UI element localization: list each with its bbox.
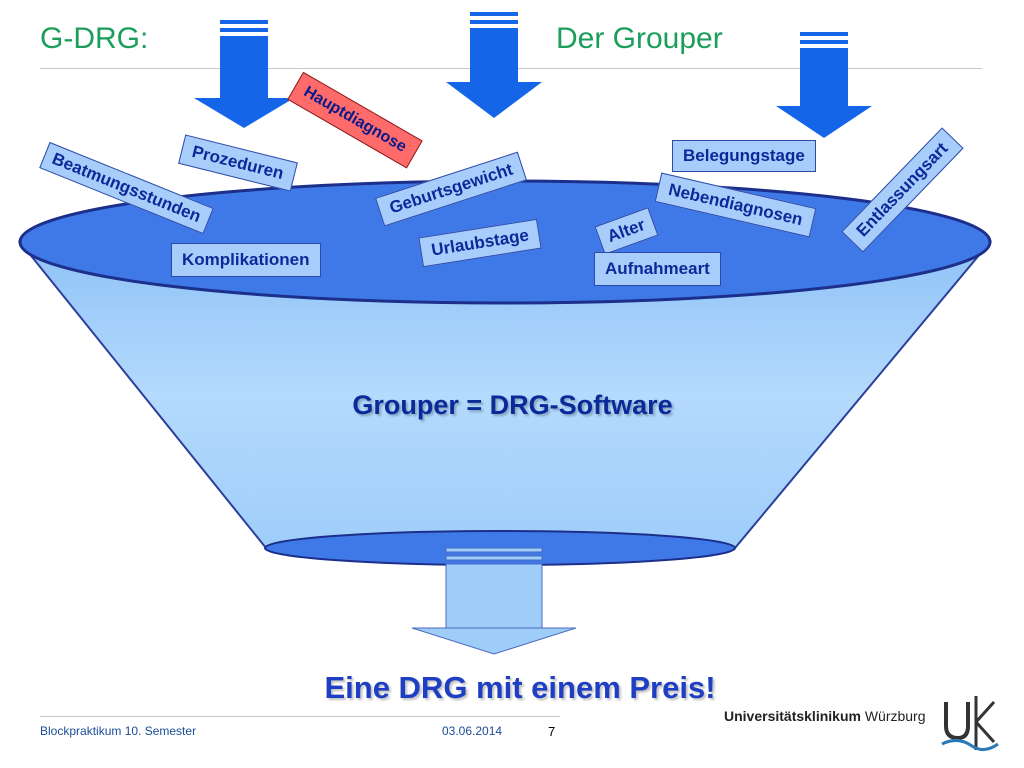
slide-title-right: Der Grouper — [556, 22, 723, 55]
label-komplikationen: Komplikationen — [171, 243, 321, 277]
input-arrow-left — [194, 20, 294, 128]
brand-name-bold: Universitätsklinikum — [724, 708, 861, 724]
brand-name-regular: Würzburg — [860, 708, 926, 724]
result-caption: Eine DRG mit einem Preis! — [324, 670, 716, 705]
page-number: 7 — [548, 724, 556, 739]
footer-divider — [40, 716, 560, 717]
grouper-caption: Grouper = DRG-Software — [352, 390, 673, 420]
footer-course: Blockpraktikum 10. Semester — [40, 724, 197, 738]
footer-date: 03.06.2014 — [442, 724, 503, 738]
input-arrow-right — [776, 32, 872, 138]
slide-title-left: G-DRG: — [40, 22, 149, 55]
input-arrow-center — [446, 12, 542, 118]
label-aufnahmeart: Aufnahmeart — [594, 252, 721, 286]
brand-name: Universitätsklinikum Würzburg — [724, 708, 926, 724]
output-arrow — [411, 547, 577, 655]
label-belegungstage: Belegungstage — [672, 140, 816, 172]
ukw-logo-icon — [941, 696, 999, 751]
